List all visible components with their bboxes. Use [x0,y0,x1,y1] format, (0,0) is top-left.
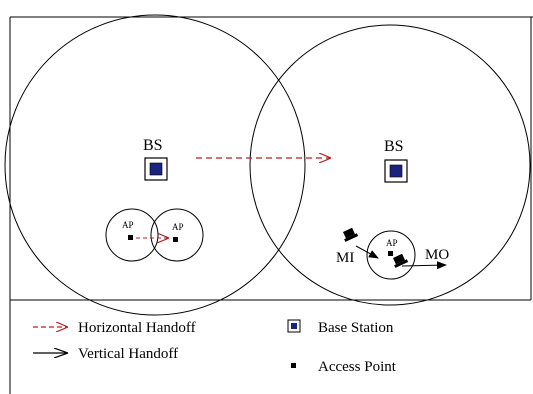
legend-base-station-label: Base Station [318,320,394,336]
ap-label-left-2: AP [172,222,184,232]
ap-coverage-left-2 [150,208,204,262]
base-station-icon [384,159,408,183]
mo-label: MO [425,247,449,263]
cell-coverage-left [4,14,306,316]
legend: Horizontal Handoff Vertical Handoff Base… [33,319,397,375]
legend-horizontal-label: Horizontal Handoff [78,320,196,336]
ap-label-left-1: AP [122,220,134,230]
ap-coverage-right [366,230,416,280]
access-point-icon [291,363,296,368]
bs-label-right: BS [384,138,404,155]
access-point-icon [388,251,393,256]
access-point-icon [173,237,178,242]
vertical-handoff-arrow-in [355,245,379,259]
base-station-icon [144,157,168,181]
legend-access-point-label: Access Point [318,359,397,375]
base-station-icon [287,319,301,333]
ap-label-right: AP [386,238,398,248]
laptop-icon [393,253,409,268]
legend-vertical-label: Vertical Handoff [78,346,178,362]
mi-label: MI [336,250,354,266]
cell-coverage-right [249,24,531,306]
laptop-icon [343,227,359,242]
access-point-icon [128,235,133,240]
vertical-handoff-arrow-out [401,261,447,270]
bs-label-left: BS [143,137,163,154]
